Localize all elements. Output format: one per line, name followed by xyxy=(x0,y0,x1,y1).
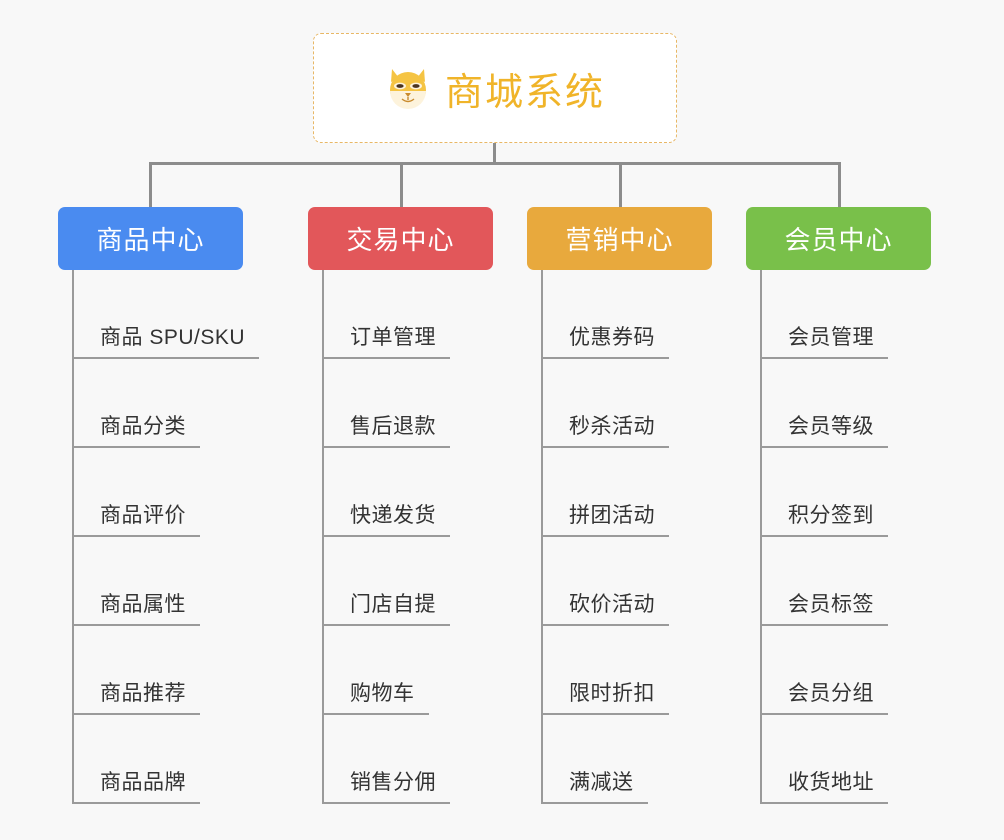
connector-drop-4 xyxy=(838,162,841,208)
leaf-label: 会员管理 xyxy=(788,326,874,349)
connector-drop-1 xyxy=(149,162,152,208)
leaf-item[interactable]: 快递发货 xyxy=(322,448,450,537)
leaf-label: 收货地址 xyxy=(788,771,874,794)
leaf-spine xyxy=(72,270,74,804)
category-box-product[interactable]: 商品中心 xyxy=(58,207,243,270)
leaf-item[interactable]: 商品品牌 xyxy=(72,715,200,804)
leaf-label: 拼团活动 xyxy=(569,504,655,527)
leaf-label: 订单管理 xyxy=(350,326,436,349)
leaf-item[interactable]: 销售分佣 xyxy=(322,715,450,804)
root-title: 商城系统 xyxy=(444,71,605,114)
leaf-item[interactable]: 商品推荐 xyxy=(72,626,200,715)
shiba-dog-icon xyxy=(385,65,431,111)
connector-root-stem xyxy=(493,143,496,165)
leaf-item[interactable]: 限时折扣 xyxy=(541,626,669,715)
leaf-label: 满减送 xyxy=(569,771,634,794)
category-box-marketing[interactable]: 营销中心 xyxy=(527,207,712,270)
leaf-label: 会员分组 xyxy=(788,682,874,705)
leaf-item[interactable]: 商品评价 xyxy=(72,448,200,537)
leaf-item[interactable]: 砍价活动 xyxy=(541,537,669,626)
category-label: 营销中心 xyxy=(565,225,674,255)
connector-drop-2 xyxy=(400,162,403,208)
leaf-item[interactable]: 售后退款 xyxy=(322,359,450,448)
leaf-item[interactable]: 会员分组 xyxy=(760,626,888,715)
leaf-item[interactable]: 秒杀活动 xyxy=(541,359,669,448)
leaf-spine xyxy=(322,270,324,804)
leaf-label: 销售分佣 xyxy=(350,771,436,794)
connector-horizontal-bus xyxy=(149,162,840,165)
leaf-label: 砍价活动 xyxy=(569,593,655,616)
leaf-item[interactable]: 收货地址 xyxy=(760,715,888,804)
leaf-item[interactable]: 商品属性 xyxy=(72,537,200,626)
category-box-trade[interactable]: 交易中心 xyxy=(308,207,493,270)
leaf-label: 商品推荐 xyxy=(100,682,186,705)
leaf-label: 商品 SPU/SKU xyxy=(100,326,246,349)
leaf-label: 会员等级 xyxy=(788,415,874,438)
root-node[interactable]: 商城系统 xyxy=(313,33,677,143)
connector-drop-3 xyxy=(619,162,622,208)
leaf-label: 快递发货 xyxy=(350,504,436,527)
leaf-item[interactable]: 购物车 xyxy=(322,626,429,715)
leaf-label: 秒杀活动 xyxy=(569,415,655,438)
leaf-item[interactable]: 商品 SPU/SKU xyxy=(72,270,260,359)
leaf-label: 商品评价 xyxy=(100,504,186,527)
leaf-spine xyxy=(541,270,543,804)
leaf-item[interactable]: 会员等级 xyxy=(760,359,888,448)
leaf-label: 门店自提 xyxy=(350,593,436,616)
leaf-item[interactable]: 满减送 xyxy=(541,715,648,804)
category-label: 会员中心 xyxy=(784,225,893,255)
category-label: 商品中心 xyxy=(96,225,205,255)
category-box-member[interactable]: 会员中心 xyxy=(746,207,931,270)
leaf-item[interactable]: 门店自提 xyxy=(322,537,450,626)
leaf-item[interactable]: 拼团活动 xyxy=(541,448,669,537)
leaf-spine xyxy=(760,270,762,804)
leaf-label: 商品属性 xyxy=(100,593,186,616)
category-label: 交易中心 xyxy=(346,225,455,255)
leaf-item[interactable]: 会员标签 xyxy=(760,537,888,626)
leaf-label: 积分签到 xyxy=(788,504,874,527)
leaf-item[interactable]: 商品分类 xyxy=(72,359,200,448)
leaf-item[interactable]: 订单管理 xyxy=(322,270,450,359)
leaf-label: 商品品牌 xyxy=(100,771,186,794)
leaf-item[interactable]: 会员管理 xyxy=(760,270,888,359)
leaf-label: 会员标签 xyxy=(788,593,874,616)
leaf-label: 商品分类 xyxy=(100,415,186,438)
leaf-label: 优惠券码 xyxy=(569,326,655,349)
leaf-item[interactable]: 积分签到 xyxy=(760,448,888,537)
leaf-label: 限时折扣 xyxy=(569,682,655,705)
leaf-label: 售后退款 xyxy=(350,415,436,438)
leaf-item[interactable]: 优惠券码 xyxy=(541,270,669,359)
leaf-label: 购物车 xyxy=(350,682,415,705)
